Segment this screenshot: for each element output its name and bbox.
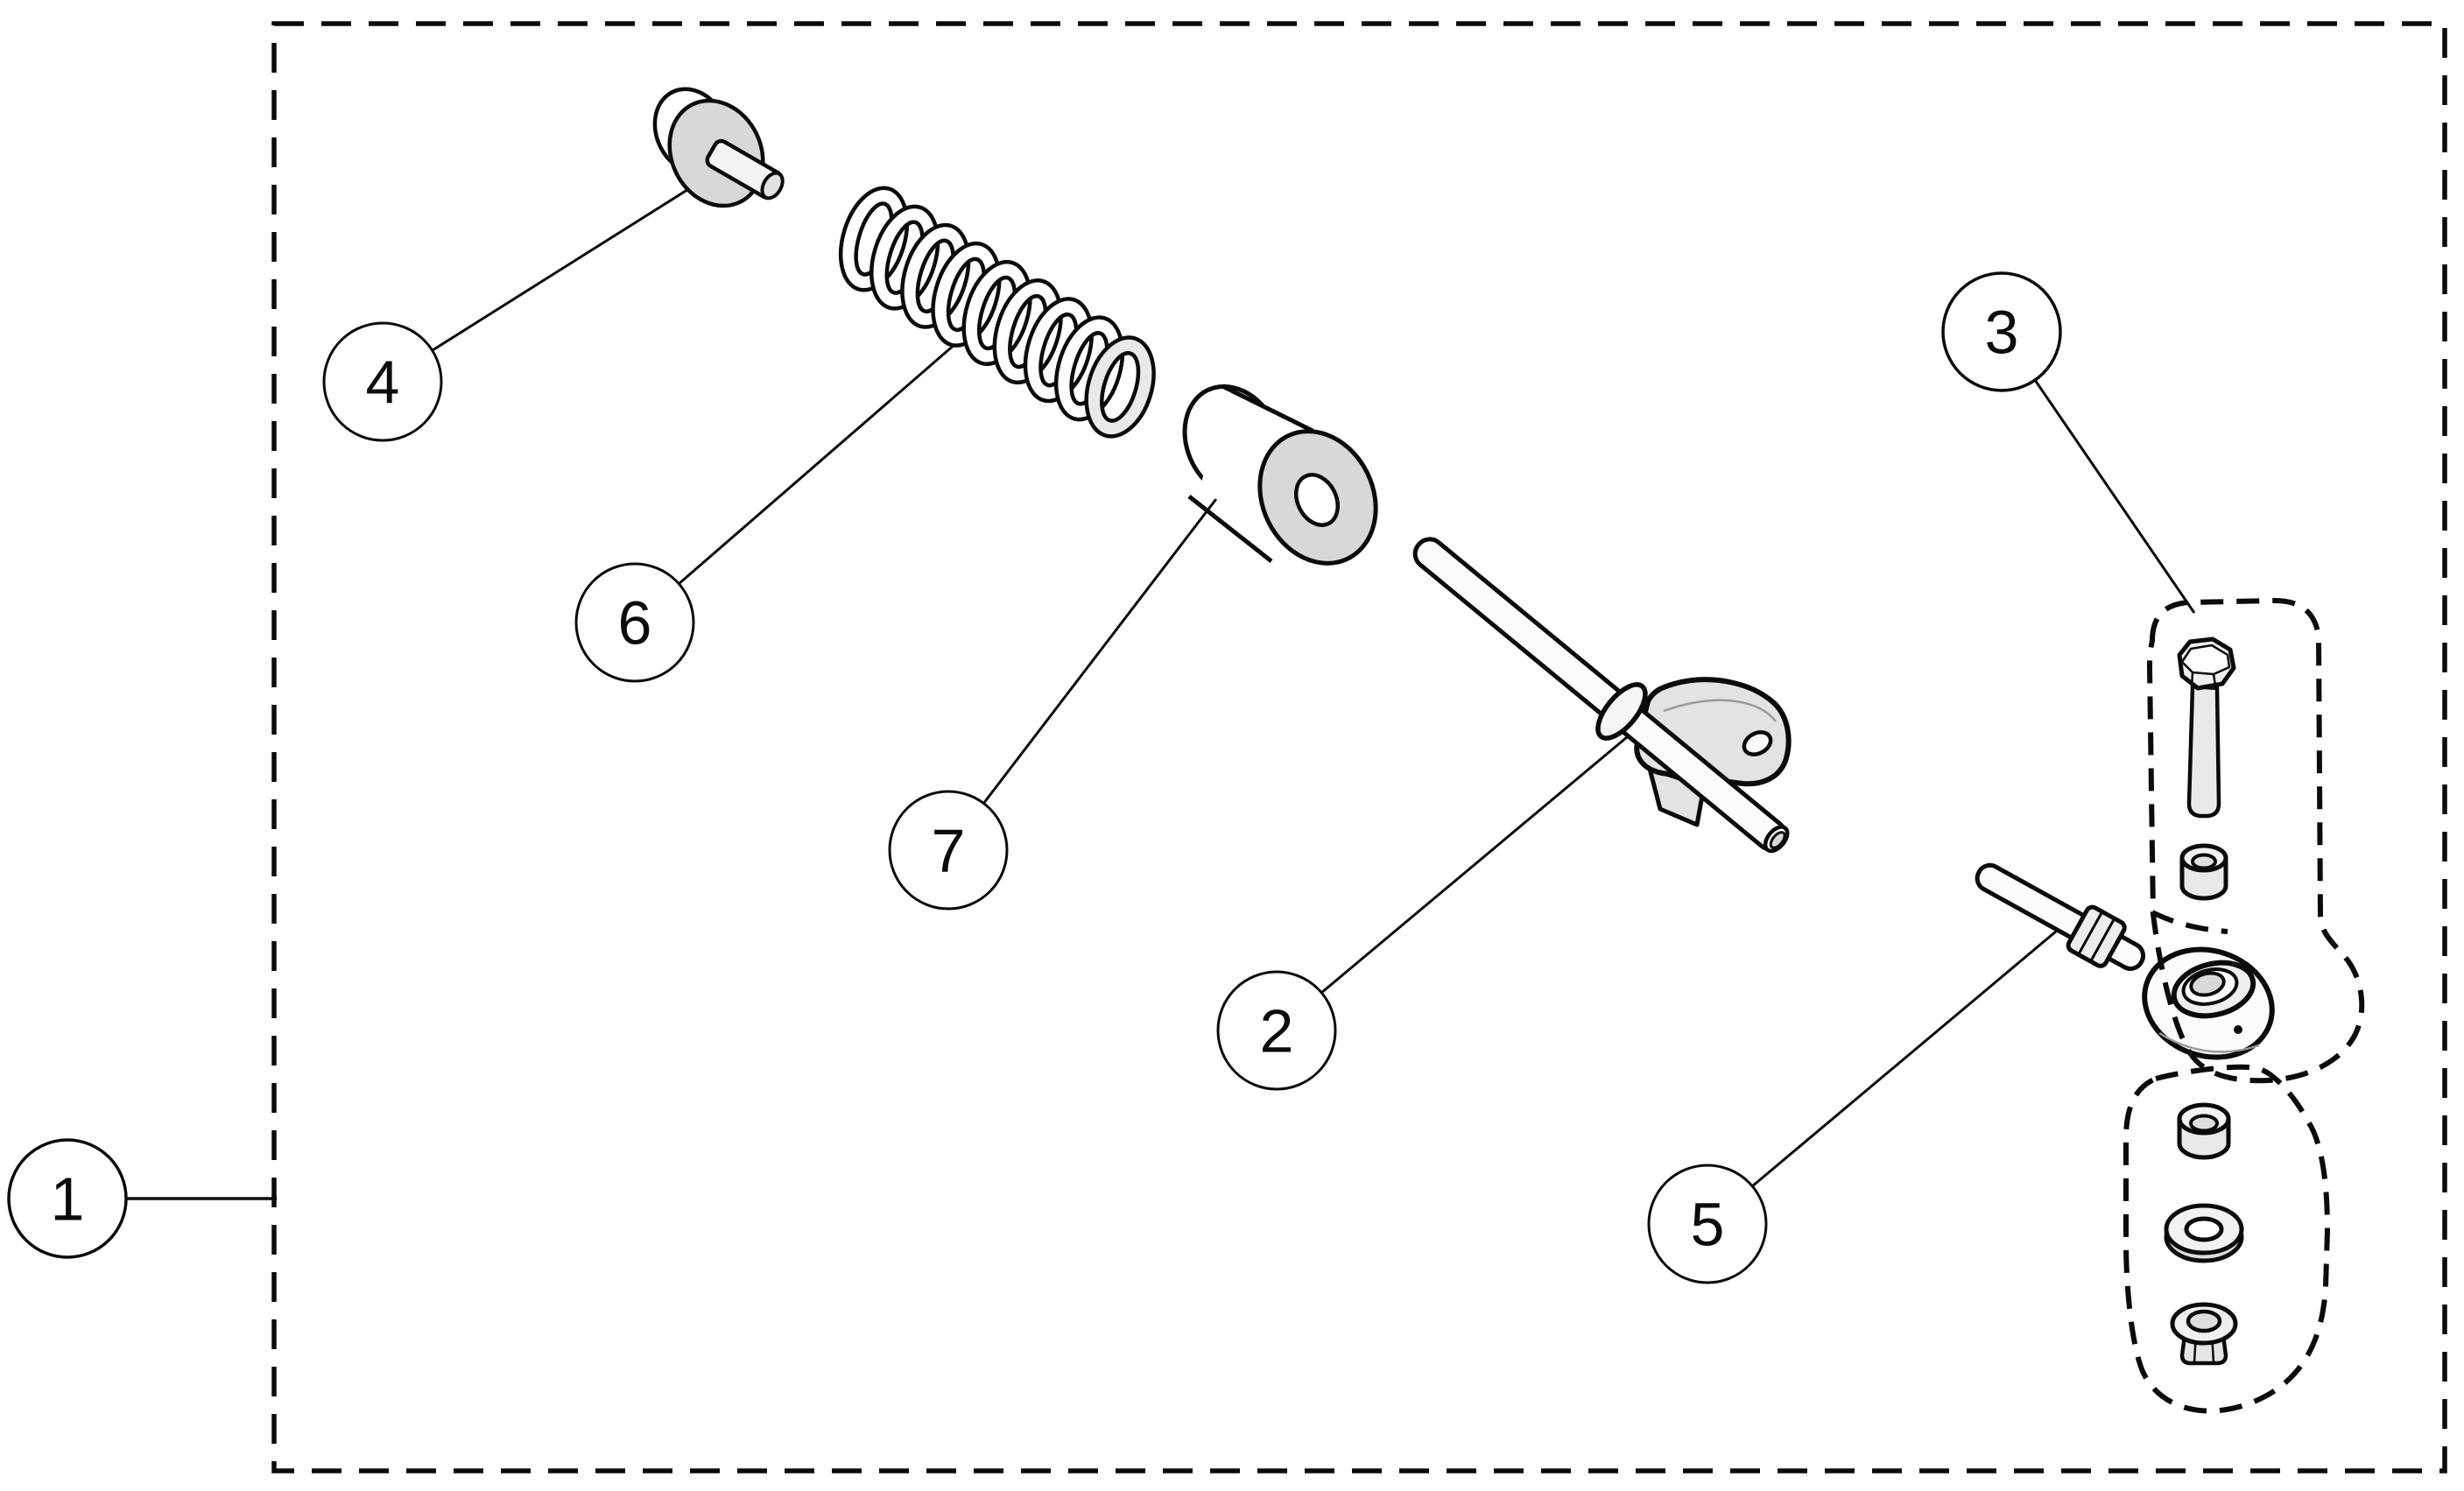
callout-5[interactable]: 5 [1647,1164,1768,1284]
callout-1-label: 1 [51,1165,85,1234]
hardware-spacer [2179,843,2228,901]
callout-2[interactable]: 2 [1216,970,1337,1091]
callout-7[interactable]: 7 [888,790,1009,911]
part-tie-rod-end [1975,862,2275,1060]
callout-3-label: 3 [1985,299,2019,367]
hardware-washer [2164,1203,2244,1263]
leader-line-5 [1751,925,2063,1188]
leader-line-6 [678,319,983,586]
hardware-bolt [2177,636,2236,819]
callout-7-label: 7 [932,817,966,885]
leader-line-4 [432,161,731,352]
bracket-hole [1742,730,1773,756]
callout-5-label: 5 [1691,1191,1725,1259]
callout-3[interactable]: 3 [1941,271,2062,392]
callout-6-label: 6 [618,589,652,658]
hardware-nut [2177,1102,2231,1160]
callout-6[interactable]: 6 [574,562,695,683]
callout-4-label: 4 [366,348,400,417]
hardware-flange-nut [2170,1302,2238,1366]
hardware-group-outline [2123,597,2365,1414]
leader-line-3 [2033,379,2196,614]
leader-line-7 [982,476,1235,805]
part-pin-washer [652,87,785,208]
part-coil-spring [838,186,1156,439]
assembly-boundary-box [271,21,2447,1473]
callout-1[interactable]: 1 [7,1138,128,1259]
leader-line-2 [1320,700,1671,995]
callout-4[interactable]: 4 [322,321,443,442]
part-rod-with-bracket [1412,537,1792,854]
part-bushing [1182,383,1378,566]
callout-2-label: 2 [1260,997,1294,1066]
